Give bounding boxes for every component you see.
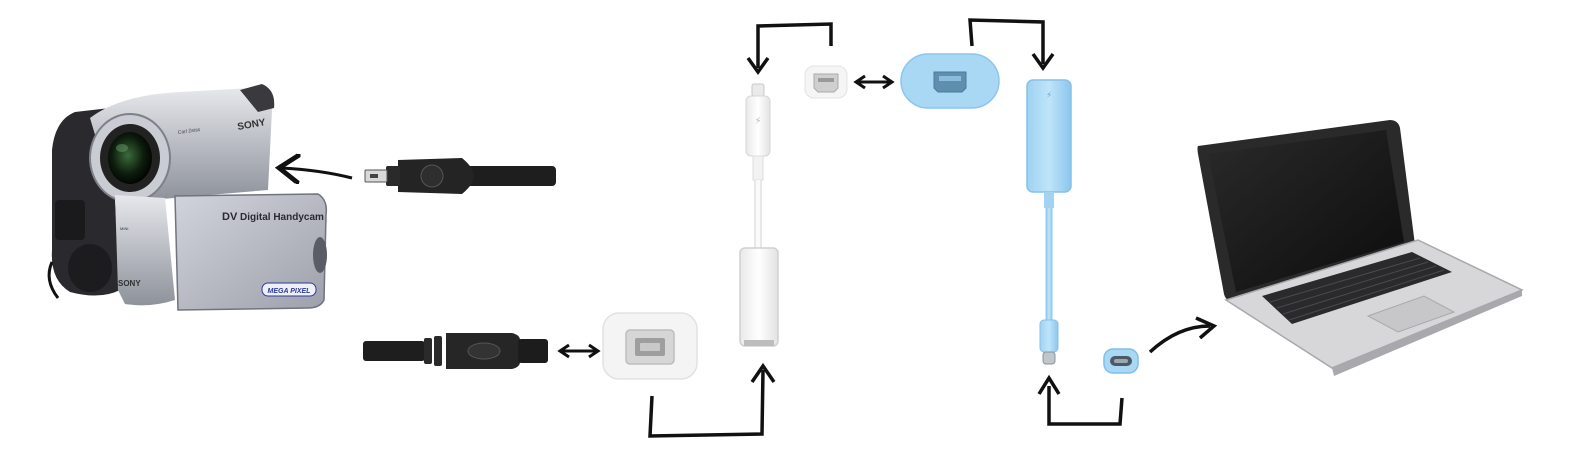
arrow-port-to-adapter-top: [756, 22, 833, 68]
arrowhead-up-2: [1037, 374, 1061, 395]
arrow-firewire-port-to-adapter: [648, 369, 765, 438]
arrowhead-down-1: [746, 56, 770, 76]
firewire-400-plug-icon: [364, 158, 556, 194]
firewire-800-port-icon: [602, 312, 698, 380]
camcorder-dv-logo: DV: [222, 211, 238, 223]
arrowhead-right-laptop: [1195, 316, 1218, 340]
camcorder-bottom-brand: SONY: [118, 279, 141, 288]
usb-c-port-icon: [1103, 348, 1139, 374]
arrow-blue-port-to-adapter: [968, 18, 1045, 64]
camcorder-side-label: MINI: [120, 226, 128, 231]
thunderbolt-3-to-thunderbolt-2-adapter-icon: ⚡: [1026, 79, 1072, 365]
arrowhead-down-2: [1031, 52, 1055, 72]
camcorder-brand: SONY: [237, 117, 267, 133]
mini-displayport-link-arrow: [853, 74, 895, 90]
firewire-800-plug-icon: [363, 333, 548, 369]
camcorder-megapixel-badge: MEGA PIXEL: [268, 288, 311, 295]
thunderbolt-to-firewire-adapter-icon: ⚡: [739, 83, 779, 347]
svg-text:⚡: ⚡: [1046, 91, 1052, 101]
arrow-usbc-to-laptop: [1148, 324, 1211, 354]
mini-displayport-port-icon: [804, 65, 848, 99]
arrowhead-up-1: [750, 362, 776, 383]
camcorder-lens-text: Carl Zeiss: [177, 127, 201, 136]
laptop-icon: [1197, 120, 1524, 376]
svg-text:⚡: ⚡: [754, 116, 761, 127]
arrow-to-camcorder: [282, 168, 353, 178]
thunderbolt-2-port-icon: [900, 53, 1000, 109]
arrow-usbc-to-adapter: [1047, 386, 1124, 426]
firewire-800-link-arrow: [557, 343, 601, 359]
camcorder-icon: SONY Carl Zeiss DV Digital Handycam MEGA…: [47, 84, 328, 311]
camcorder-logo-text: Digital Handycam: [240, 212, 324, 223]
